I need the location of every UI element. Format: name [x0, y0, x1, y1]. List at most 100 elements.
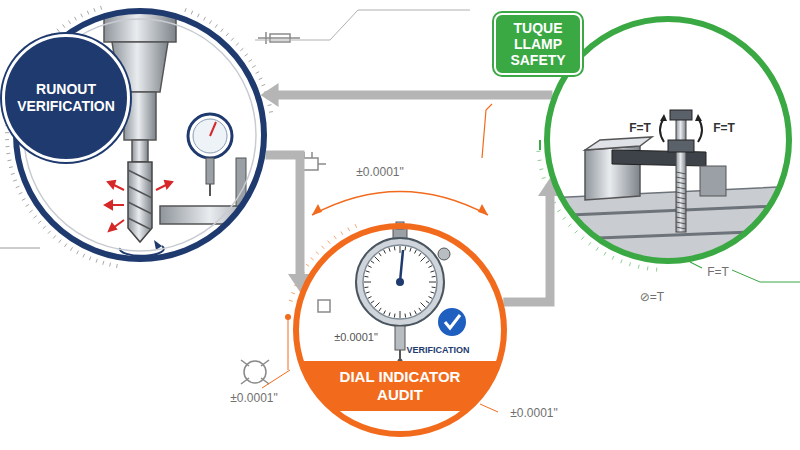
- scale-tick: [34, 216, 37, 218]
- dial-tick: [371, 261, 374, 263]
- annotation-label: ±0.0001": [354, 165, 406, 179]
- scale-tick: [16, 186, 20, 188]
- scale-tick: [19, 192, 23, 194]
- scale-tick: [191, 11, 193, 15]
- dial-tick: [379, 253, 381, 256]
- scale-tick: [575, 231, 578, 234]
- scale-tick: [612, 256, 614, 260]
- scale-tick: [221, 29, 223, 32]
- scale-tick: [75, 17, 77, 20]
- scale-tick: [249, 60, 252, 62]
- thread-line: [676, 227, 686, 229]
- annotation-label: F=T: [711, 121, 737, 135]
- dial-tick: [405, 314, 407, 318]
- thread-line: [676, 197, 686, 199]
- dial-tick: [384, 311, 386, 315]
- scale-tick: [245, 54, 248, 56]
- scale-tick: [13, 180, 17, 181]
- scale-tick: [289, 300, 293, 301]
- leader-lines: [0, 10, 800, 412]
- scale-tick: [94, 8, 95, 12]
- dial-tick: [366, 271, 370, 272]
- thread-line: [676, 217, 686, 219]
- thread-line: [676, 207, 686, 209]
- thread-line: [676, 182, 686, 184]
- title-badge: RUNOUT VERIFICATION: [2, 34, 130, 162]
- dial-tick: [364, 282, 371, 283]
- circle-ring: [547, 19, 789, 261]
- scale-tick: [38, 221, 41, 224]
- thread-line: [676, 177, 686, 179]
- dial-tick: [410, 248, 411, 252]
- dial-tick: [368, 297, 372, 299]
- scale-tick: [11, 173, 15, 174]
- dial-tick: [429, 282, 436, 283]
- scale-tick: [103, 261, 104, 265]
- dial-tick: [405, 246, 407, 250]
- dial-tick: [400, 311, 401, 318]
- thread-line: [676, 192, 686, 194]
- scale-tick: [87, 11, 89, 15]
- dial-tick: [389, 312, 390, 316]
- scale-tick: [629, 262, 630, 266]
- scale-tick: [334, 236, 336, 239]
- thread-line: [676, 187, 686, 189]
- dial-tick: [394, 246, 396, 250]
- node-title: DIAL INDICATOR AUDIT: [315, 368, 485, 404]
- annotation-label: ⊘=T: [638, 290, 666, 304]
- flow-arrow: [261, 83, 553, 107]
- scale-tick: [539, 168, 543, 170]
- scale-tick: [252, 65, 255, 67]
- annotation-label: ±0.0001": [508, 406, 560, 420]
- scale-tick: [26, 204, 29, 206]
- scale-tick: [355, 224, 357, 228]
- dial-tick: [400, 246, 401, 253]
- scale-tick: [231, 38, 234, 41]
- annotation-label: ±0.0001": [332, 330, 380, 344]
- scale-tick: [563, 217, 566, 219]
- scale-tick: [53, 235, 56, 238]
- dial-tick: [410, 312, 411, 316]
- scale-tick: [621, 259, 622, 263]
- dial-tick: [429, 297, 433, 299]
- scale-tick: [215, 24, 217, 27]
- dial-tick: [415, 250, 417, 254]
- thread-line: [676, 212, 686, 214]
- dial-tick: [364, 287, 368, 289]
- scale-tick: [6, 153, 10, 155]
- scale-tick: [68, 21, 70, 24]
- thread-line: [676, 172, 686, 174]
- dial-tick: [394, 314, 396, 318]
- scale-tick: [70, 247, 72, 250]
- flow-line: [503, 194, 550, 302]
- flow-line: [277, 91, 553, 100]
- circle-outline: [292, 222, 508, 438]
- dial-tick: [415, 311, 417, 315]
- scale-tick: [81, 14, 83, 18]
- dial-tick: [421, 303, 426, 308]
- scale-tick: [261, 84, 265, 85]
- scale-tick: [316, 252, 319, 255]
- scale-tick: [96, 259, 97, 263]
- dial-tick: [430, 271, 434, 272]
- dial-tick: [375, 257, 380, 262]
- scale-tick: [568, 224, 571, 227]
- dial-tick: [426, 301, 429, 303]
- scale-tick: [638, 265, 640, 269]
- scale-tick: [306, 264, 309, 266]
- scale-tick: [240, 48, 243, 51]
- flow-arrow: [503, 178, 562, 302]
- arrow-head: [261, 83, 279, 107]
- scale-tick: [581, 237, 584, 240]
- scale-tick: [22, 199, 25, 201]
- thread-line: [676, 222, 686, 224]
- scale-tick: [322, 246, 325, 249]
- title-badge: TUQUE LLAMP SAFETY: [494, 13, 582, 75]
- annotation-label: F=T: [705, 265, 731, 279]
- dial-tick: [426, 261, 429, 263]
- scale-tick: [596, 247, 598, 250]
- dial-tick: [375, 303, 380, 308]
- scale-tick: [59, 240, 61, 243]
- dial-tick: [368, 266, 372, 268]
- scale-tick: [311, 258, 314, 261]
